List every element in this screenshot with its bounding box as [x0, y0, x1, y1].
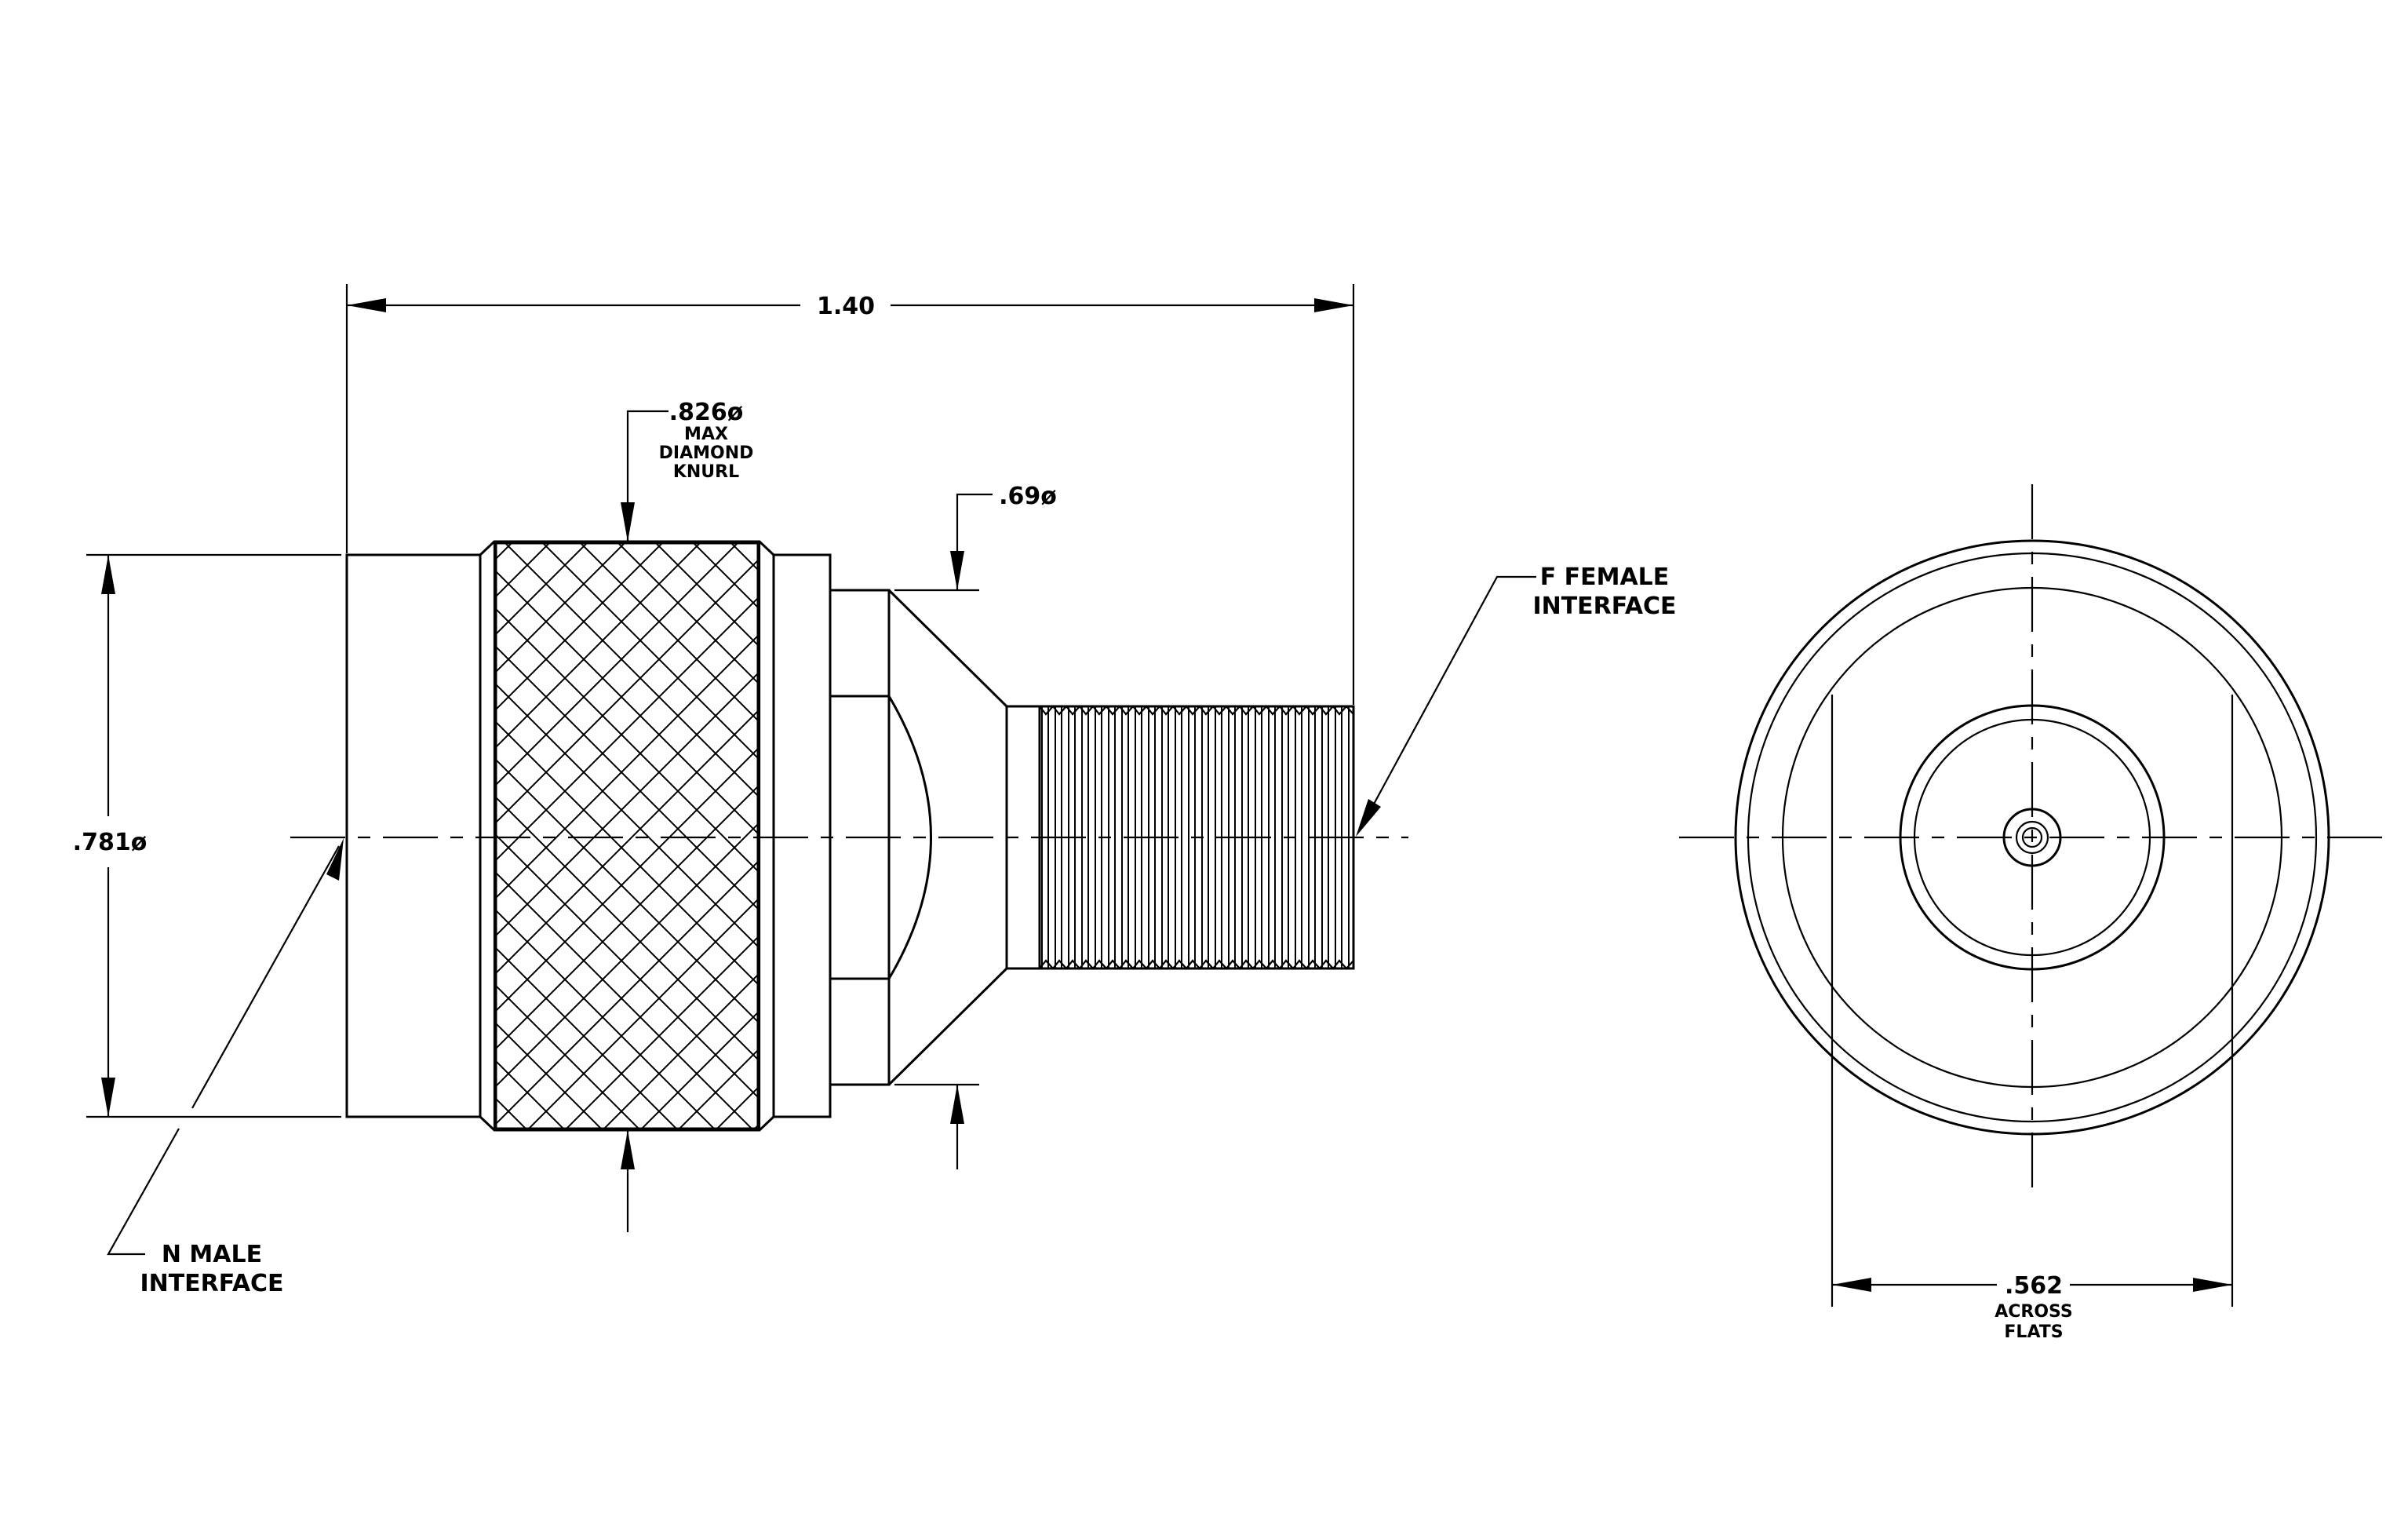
dim-body: .781ø	[73, 553, 341, 1118]
knurl-dia-text: .826ø	[669, 399, 744, 426]
thread-crests-top	[1039, 705, 1354, 716]
leader-f-female: F FEMALE INTERFACE	[1356, 564, 1677, 837]
f-female-label-2: INTERFACE	[1532, 593, 1676, 620]
f-female-label-1: F FEMALE	[1540, 564, 1670, 591]
knurl-note-diamond: DIAMOND	[659, 443, 754, 463]
n-interface-body	[345, 553, 482, 1118]
n-male-label-1: N MALE	[162, 1241, 262, 1268]
across-flats-note-1: ACROSS	[1995, 1302, 2073, 1322]
side-view	[290, 540, 1408, 1132]
hex-dia-text: .69ø	[999, 483, 1057, 510]
center-pin-mid	[2015, 820, 2049, 855]
dim-across-flats: .562 ACROSS FLATS	[1831, 981, 2234, 1342]
end-view	[1679, 484, 2385, 1193]
across-flats-text: .562	[2005, 1272, 2063, 1300]
thread-crests-bottom	[1039, 959, 1354, 970]
dim-overall-length: 1.40	[345, 284, 1355, 705]
n-male-label-2: INTERFACE	[140, 1270, 283, 1297]
center-pin-inner	[2021, 826, 2043, 848]
knurl-note-max: MAX	[684, 425, 728, 444]
body-dia-text: .781ø	[73, 829, 148, 856]
cone	[887, 589, 1008, 1086]
overall-length-text: 1.40	[817, 293, 875, 320]
rear-collar	[772, 553, 832, 1118]
knurl-note-knurl: KNURL	[673, 462, 739, 482]
leader-n-male: N MALE INTERFACE	[107, 838, 344, 1297]
knurl-band	[494, 542, 760, 1130]
dim-hex: .69ø	[894, 483, 1057, 1169]
across-flats-note-2: FLATS	[2004, 1322, 2063, 1342]
hex-curve	[887, 695, 932, 979]
dim-knurl: .826ø MAX DIAMOND KNURL	[621, 399, 753, 1232]
